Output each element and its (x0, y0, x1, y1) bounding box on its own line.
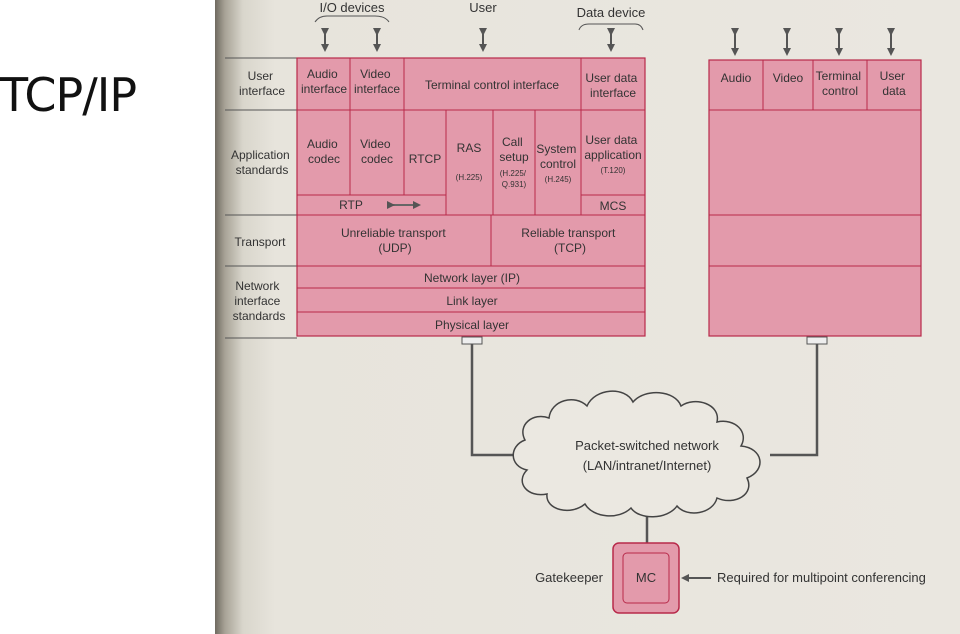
label-user-interface: User interface (239, 69, 285, 98)
ras-standard: (H.225) (456, 173, 483, 182)
network-title: Packet-switched network (575, 438, 719, 453)
user-data-application: User data application (584, 133, 641, 162)
ras: RAS (457, 141, 482, 155)
stack2-video: Video (773, 71, 804, 85)
io-arrows-stack2 (731, 28, 895, 56)
terminal-control-interface: Terminal control interface (425, 78, 559, 92)
io-arrows-stack1 (321, 28, 615, 52)
gatekeeper-label: Gatekeeper (535, 570, 604, 585)
link-layer: Link layer (446, 294, 497, 308)
rtcp: RTCP (409, 152, 441, 166)
label-application-standards: Application standards (231, 148, 293, 177)
system-control: System control (536, 142, 579, 171)
book-page: User interface Application standards Tra… (215, 0, 960, 634)
io-devices-bracket (314, 15, 390, 23)
video-codec: Video codec (360, 137, 394, 166)
call-setup: Call setup (499, 135, 529, 164)
data-device-label: Data device (577, 5, 646, 20)
audio-interface: Audio interface (301, 67, 347, 96)
tcp-transport: Reliable transport (TCP) (521, 226, 618, 255)
gatekeeper-mc: Gatekeeper MC Required for multipoint co… (535, 542, 926, 614)
user-label: User (469, 0, 497, 15)
mcs: MCS (600, 199, 627, 213)
slide-title: TCP/IP (0, 68, 137, 122)
io-devices-label: I/O devices (319, 0, 385, 15)
rtp: RTP (339, 198, 363, 212)
h323-architecture-diagram: User interface Application standards Tra… (225, 0, 926, 614)
call-setup-standard: (H.225/ Q.931) (500, 169, 528, 189)
user-data-application-standard: (T.120) (601, 166, 626, 175)
packet-switched-network-cloud: Packet-switched network (LAN/intranet/In… (512, 390, 761, 518)
stack2-user-data: User data (880, 69, 909, 98)
network-subtitle: (LAN/intranet/Internet) (583, 458, 712, 473)
udp-transport: Unreliable transport (UDP) (341, 226, 449, 255)
protocol-stack-2: Audio Video Terminal control User data (708, 59, 922, 337)
protocol-stack-1: Audio interface Video interface Terminal… (296, 57, 646, 337)
stack2-terminal-control: Terminal control (816, 69, 865, 98)
stack2-audio: Audio (721, 71, 752, 85)
audio-codec: Audio codec (307, 137, 341, 166)
label-network-interface-standards: Network interface standards (233, 279, 286, 323)
user-data-interface: User data interface (585, 71, 640, 100)
system-control-standard: (H.245) (545, 175, 572, 184)
mc-note: Required for multipoint conferencing (717, 570, 926, 585)
data-device-bracket (578, 23, 644, 31)
left-row-labels: User interface Application standards Tra… (225, 57, 297, 339)
network-layer: Network layer (IP) (424, 271, 520, 285)
mc-label: MC (636, 570, 656, 585)
label-transport: Transport (235, 235, 287, 249)
video-interface: Video interface (354, 67, 400, 96)
physical-layer: Physical layer (435, 318, 509, 332)
